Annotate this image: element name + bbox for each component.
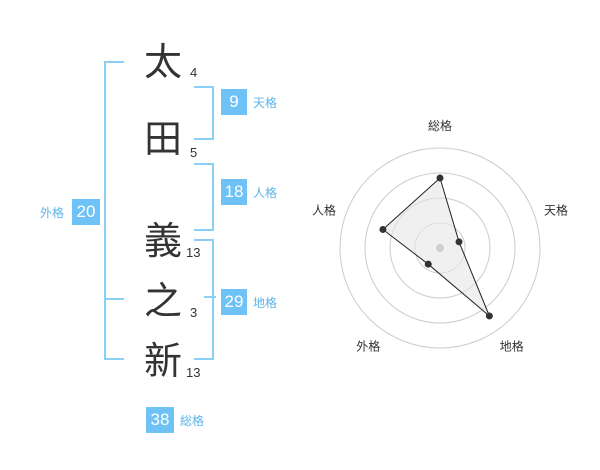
radar-label-tenkaku: 天格 [544, 202, 568, 217]
soukaku-value: 38 [146, 407, 174, 433]
radar-point [379, 225, 387, 233]
radar-label-jinkaku: 人格 [312, 202, 336, 217]
tenkaku-bracket [194, 86, 214, 140]
chikaku-label: 地格 [253, 296, 278, 310]
radar-point [485, 312, 493, 320]
tenkaku-value: 9 [221, 89, 247, 115]
radar-label-gaikaku: 外格 [356, 339, 380, 354]
name-character-5: 新 [143, 339, 182, 383]
chikaku-bracket-tick [204, 296, 216, 298]
jinkaku-label: 人格 [253, 186, 278, 200]
tenkaku-label: 天格 [253, 96, 278, 110]
radar-center [436, 244, 444, 252]
stroke-count-5: 13 [186, 365, 201, 380]
stroke-count-3: 13 [186, 245, 201, 260]
jinkaku-bracket [194, 163, 214, 231]
gaikaku-bracket-tick [104, 298, 124, 300]
jinkaku-value: 18 [221, 179, 247, 205]
radar-ring [339, 147, 541, 349]
gaikaku-bracket [104, 61, 124, 360]
name-character-2: 田 [143, 117, 182, 161]
gaikaku-value: 20 [72, 199, 100, 225]
stroke-count-2: 5 [190, 145, 198, 160]
radar-point [436, 174, 444, 182]
radar-point [424, 260, 432, 268]
stroke-count-4: 3 [190, 305, 198, 320]
name-character-1: 太 [143, 40, 182, 84]
stroke-count-1: 4 [190, 65, 198, 80]
chikaku-bracket [194, 239, 214, 360]
radar-points [379, 174, 493, 320]
radar-label-chikaku: 地格 [500, 339, 524, 354]
name-character-4: 之 [143, 279, 182, 323]
soukaku-label: 総格 [180, 414, 205, 428]
name-character-3: 義 [143, 219, 182, 263]
radar-label-soukaku: 総格 [428, 118, 452, 133]
radar-point [455, 238, 463, 246]
radar-ring [364, 172, 516, 324]
chikaku-value: 29 [221, 289, 247, 315]
fortune-radar-chart: 総格 天格 地格 外格 人格 [312, 118, 568, 354]
gaikaku-label: 外格 [40, 206, 65, 220]
